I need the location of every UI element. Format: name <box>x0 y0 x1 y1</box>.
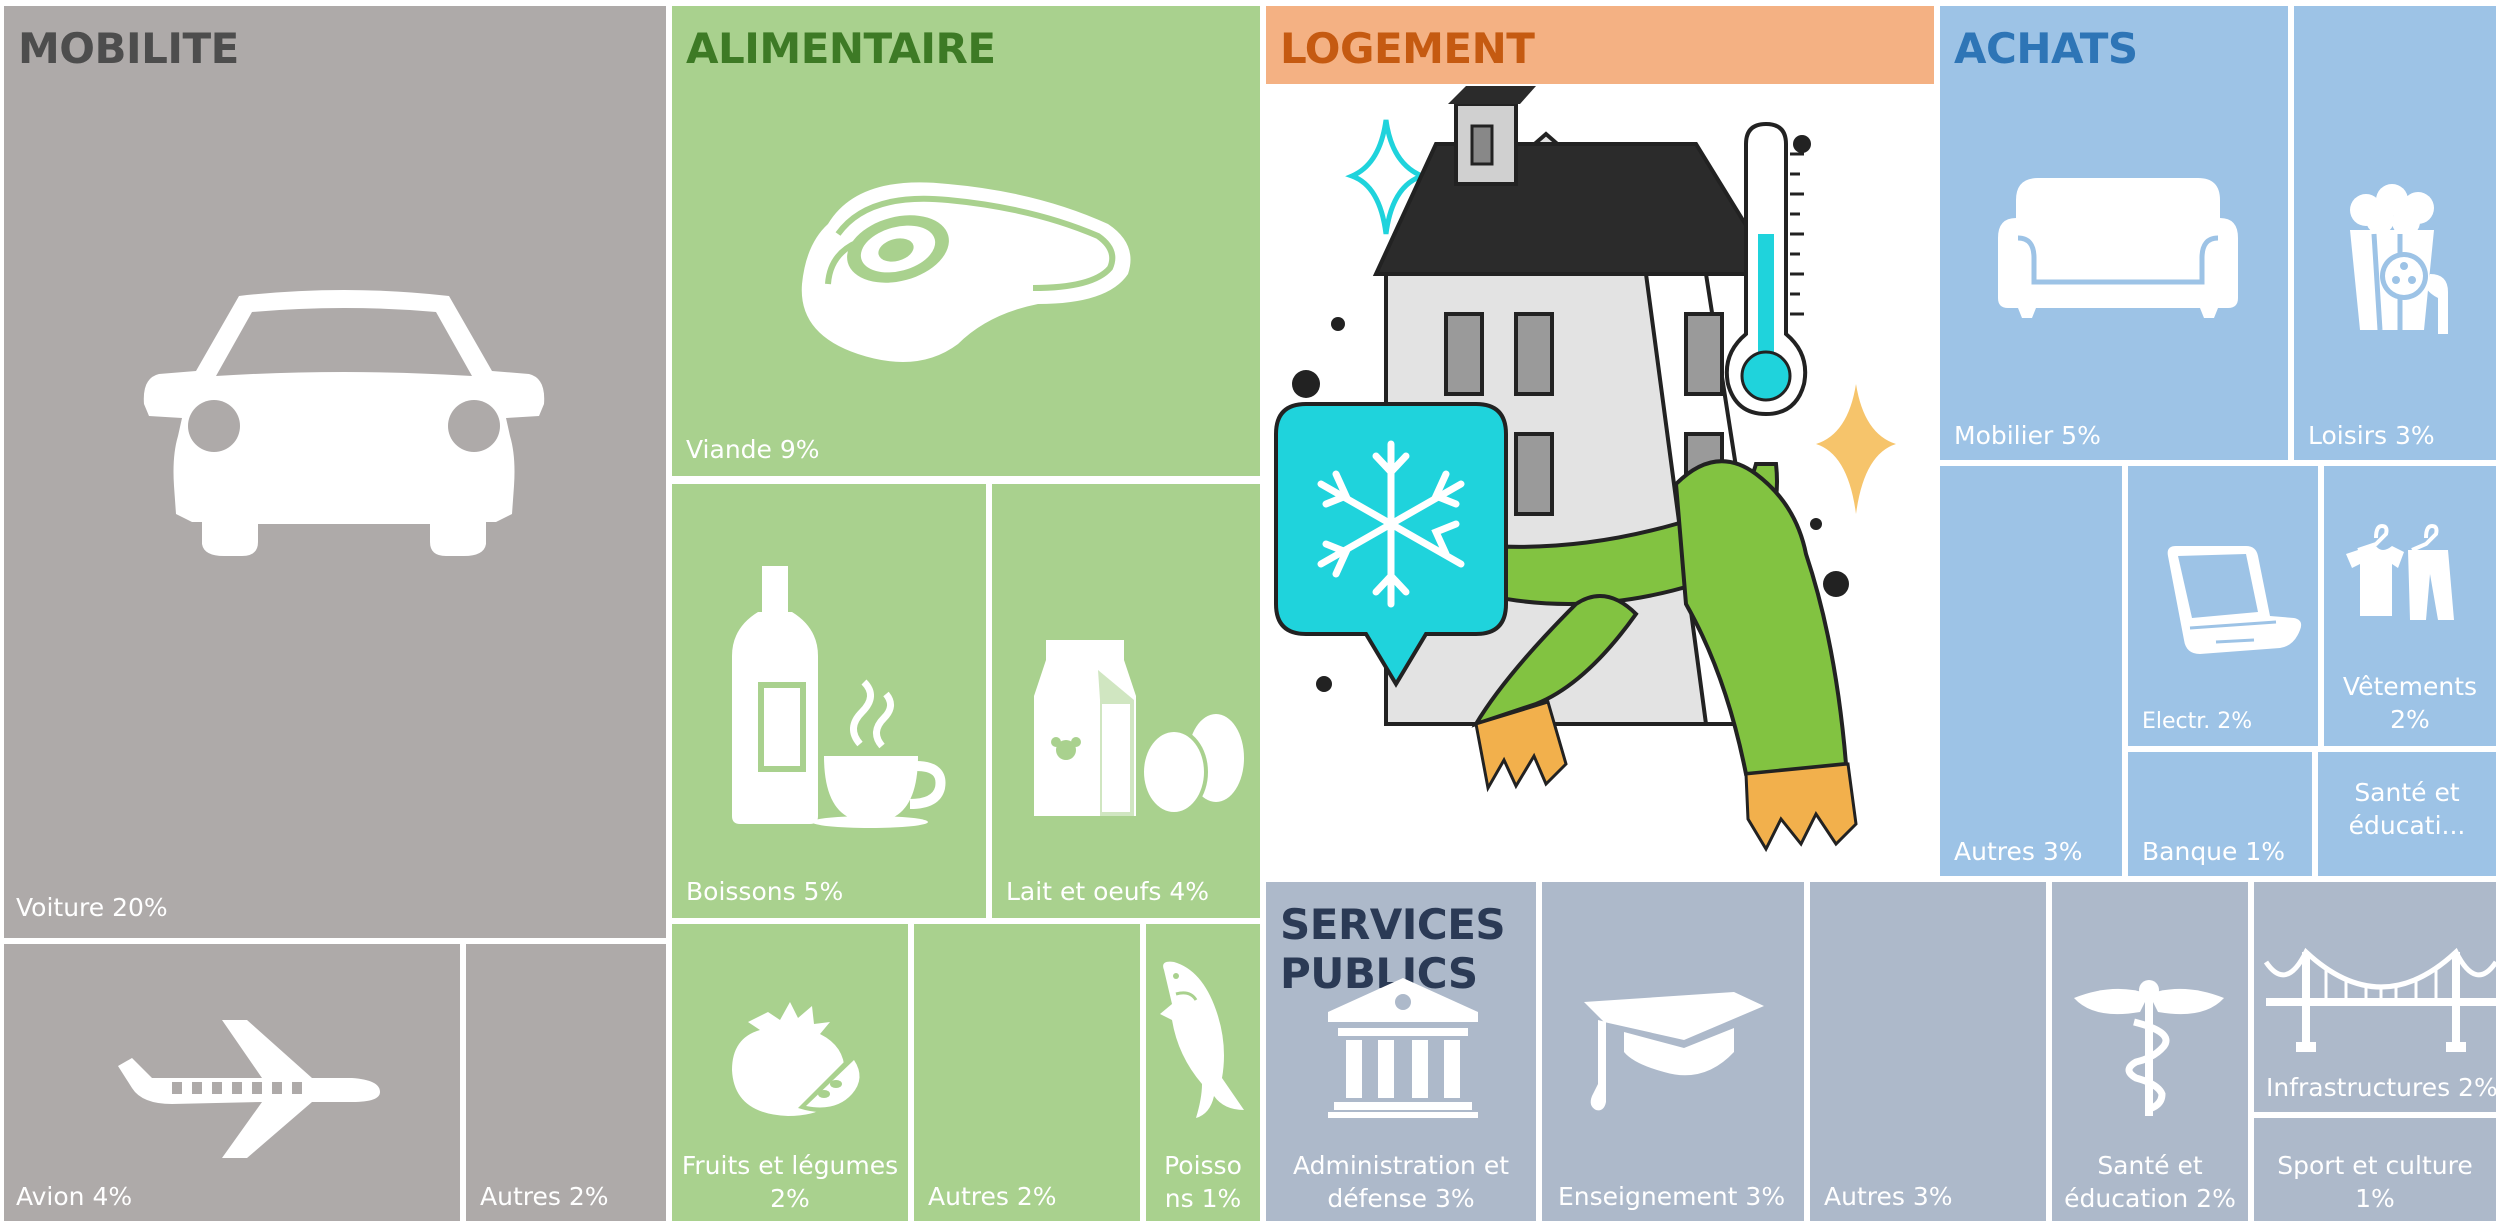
label-sport-line2: 1% <box>2355 1184 2395 1213</box>
car-icon <box>143 290 545 556</box>
label-achats-sante: Santé et éducati... <box>2318 776 2496 842</box>
label-viande: Viande 9% <box>686 435 820 464</box>
alimentaire-poissons-tile: Poisso ns 1% <box>1146 924 1260 1221</box>
laptop-icon <box>2167 546 2302 654</box>
label-achats-sante-line1: Santé et <box>2354 778 2460 807</box>
label-loisirs: Loisirs 3% <box>2308 421 2435 450</box>
label-electr: Electr. 2% <box>2142 709 2253 734</box>
label-avion: Avion 4% <box>16 1182 133 1211</box>
bridge-icon <box>2263 947 2496 1052</box>
milk-eggs-icon <box>1034 640 1244 816</box>
label-lait-oeufs: Lait et oeufs 4% <box>1006 877 1210 906</box>
logement-header: LOGEMENT <box>1266 6 1934 84</box>
label-vetements: Vêtements 2% <box>2324 670 2496 736</box>
mobilite-group-title: MOBILITE <box>18 24 239 73</box>
clothes-icon <box>2346 523 2454 620</box>
alimentaire-viande-tile: ALIMENTAIRE Viande 9% <box>672 6 1260 476</box>
label-mobilite-autres: Autres 2% <box>480 1182 609 1211</box>
logement-illustration-tile <box>1266 84 1934 876</box>
achats-loisirs-tile: Loisirs 3% <box>2294 6 2496 460</box>
label-infrastructures: Infrastructures 2% <box>2266 1073 2496 1102</box>
alimentaire-group-title: ALIMENTAIRE <box>686 24 996 73</box>
achats-group-title: ACHATS <box>1954 24 2138 73</box>
achats-mobilier-tile: ACHATS Mobilier 5% <box>1940 6 2288 460</box>
label-banque: Banque 1% <box>2142 837 2286 866</box>
mobilite-voiture-tile: MOBILITE Voiture 20% <box>4 6 666 938</box>
label-poissons-line2: ns 1% <box>1164 1184 1242 1213</box>
label-poissons: Poisso ns 1% <box>1146 1149 1260 1215</box>
achats-banque-tile: Banque 1% <box>2128 752 2312 876</box>
mobilite-autres-tile: Autres 2% <box>466 944 666 1221</box>
label-fruits-legumes: Fruits et légumes 2% <box>672 1149 908 1215</box>
label-services-sante: Santé et éducation 2% <box>2052 1149 2248 1215</box>
label-achats-autres: Autres 3% <box>1954 837 2083 866</box>
services-admin-tile: SERVICES PUBLICS Administration et défen… <box>1266 882 1536 1221</box>
tomato-icon <box>732 1002 865 1116</box>
mobilite-avion-tile: Avion 4% <box>4 944 460 1221</box>
label-services-autres: Autres 3% <box>1824 1182 1953 1211</box>
label-sport-line1: Sport et culture <box>2277 1151 2473 1180</box>
label-poissons-line1: Poisso <box>1164 1151 1242 1180</box>
label-fruits-line2: 2% <box>770 1184 810 1213</box>
services-sante-tile: Santé et éducation 2% <box>2052 882 2248 1221</box>
label-alimentaire-autres: Autres 2% <box>928 1182 1057 1211</box>
sparkle-icon <box>1816 384 1896 514</box>
label-vetements-line1: Vêtements <box>2342 672 2478 701</box>
sofa-icon <box>1998 178 2238 318</box>
label-voiture: Voiture 20% <box>16 893 168 922</box>
achats-vetements-tile: Vêtements 2% <box>2324 466 2496 746</box>
label-services-sante-line2: éducation 2% <box>2064 1184 2236 1213</box>
fish-icon <box>1160 961 1244 1118</box>
steak-icon <box>801 182 1131 362</box>
logement-group-title: LOGEMENT <box>1280 24 1535 73</box>
label-boissons: Boissons 5% <box>686 877 844 906</box>
achats-electr-tile: Electr. 2% <box>2128 466 2318 746</box>
achats-sante-tile: Santé et éducati... <box>2318 752 2496 876</box>
label-sport-culture: Sport et culture 1% <box>2254 1149 2496 1215</box>
airplane-icon <box>118 1020 380 1158</box>
label-mobilier: Mobilier 5% <box>1954 421 2101 450</box>
services-infrastructures-tile: Infrastructures 2% <box>2254 882 2496 1112</box>
label-services-sante-line1: Santé et <box>2097 1151 2203 1180</box>
label-administration-line2: défense 3% <box>1327 1184 1475 1213</box>
alimentaire-lait-tile: Lait et oeufs 4% <box>992 484 1260 918</box>
alimentaire-autres-tile: Autres 2% <box>914 924 1140 1221</box>
label-enseignement: Enseignement 3% <box>1558 1182 1786 1211</box>
alimentaire-boissons-tile: Boissons 5% <box>672 484 986 918</box>
alimentaire-fruits-tile: Fruits et légumes 2% <box>672 924 908 1221</box>
label-fruits-line1: Fruits et légumes <box>681 1151 899 1180</box>
bottle-cup-icon <box>732 566 946 828</box>
services-enseignement-tile: Enseignement 3% <box>1542 882 1804 1221</box>
cold-house-illustration <box>1274 86 1896 853</box>
label-administration: Administration et défense 3% <box>1266 1149 1536 1215</box>
popcorn-icon <box>2350 184 2448 334</box>
graduation-cap-icon <box>1584 992 1764 1111</box>
government-building-icon <box>1328 978 1478 1118</box>
caduceus-icon <box>2074 980 2224 1116</box>
label-vetements-line2: 2% <box>2390 705 2430 734</box>
achats-autres-tile: Autres 3% <box>1940 466 2122 876</box>
label-achats-sante-line2: éducati... <box>2348 811 2466 840</box>
sparkle-icon <box>1345 119 1430 235</box>
services-autres-tile: Autres 3% <box>1810 882 2046 1221</box>
services-sport-culture-tile: Sport et culture 1% <box>2254 1118 2496 1221</box>
label-administration-line1: Administration et <box>1292 1151 1510 1180</box>
